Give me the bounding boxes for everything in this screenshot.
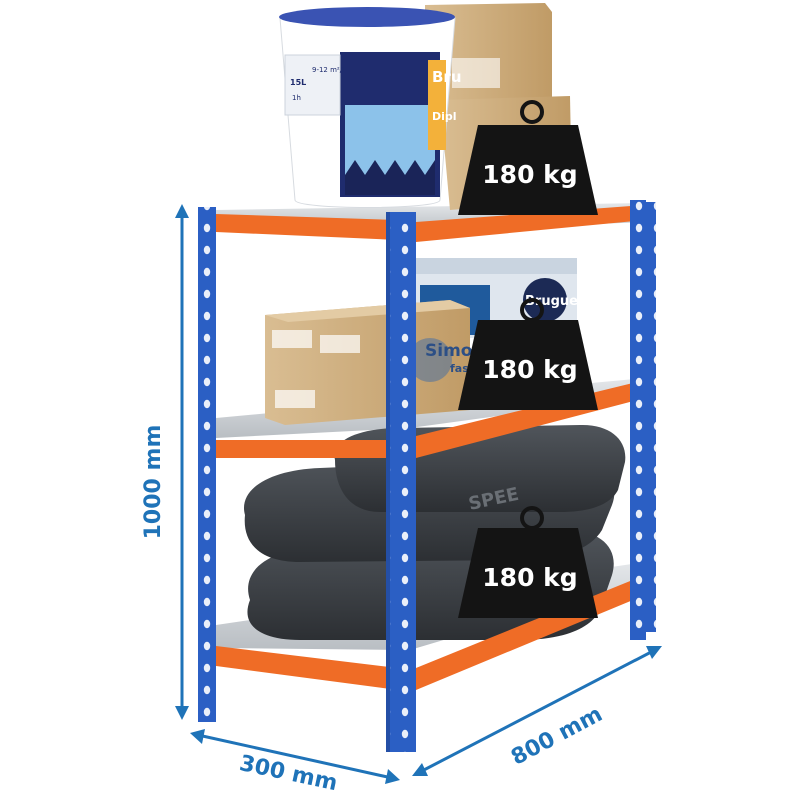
bucket-brand: Bru [432,68,462,86]
bucket-size: 15L [290,78,306,87]
weight-bottom-label: 180 kg [482,563,577,592]
middle-front-beam [216,440,398,458]
height-label: 1000 mm [141,425,166,540]
depth-label: 300 mm [237,751,339,796]
height-dimension: 1000 mm [141,204,189,720]
tub-brand: Brugue [525,294,578,309]
weight-top: 180 kg [458,100,598,215]
bucket-coverage: 9-12 m²/l [312,66,344,74]
box-brand: Simon [425,341,485,361]
bucket-sub: Dipl [432,110,457,123]
bottom-front-beam [216,646,398,690]
back-left-upright [198,207,216,722]
front-upright [386,212,416,752]
bucket-time: 1h [292,94,301,102]
middle-shelf-box: Simon fast [265,300,485,425]
top-shelf-paint-bucket: Bru Dipl 9-12 m²/l 15L 1h [279,7,462,208]
weight-bottom: 180 kg [458,506,598,618]
weight-middle: 180 kg [458,298,598,410]
weight-middle-label: 180 kg [482,355,577,384]
weight-top-label: 180 kg [482,160,577,189]
width-label: 800 mm [507,702,607,771]
top-front-beam [216,214,398,240]
depth-dimension: 300 mm [190,729,400,796]
front-right-upright [630,200,646,640]
